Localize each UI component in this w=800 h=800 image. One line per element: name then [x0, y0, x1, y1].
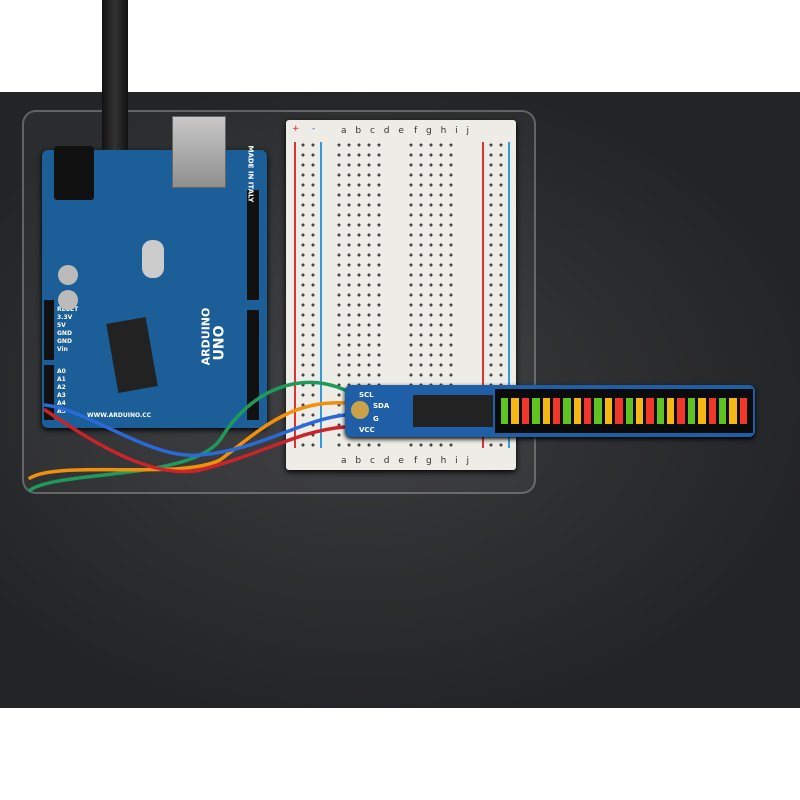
pin-label-a1: A1 — [57, 376, 66, 383]
led-segment-green — [563, 398, 571, 424]
led-segment-yellow — [542, 398, 550, 424]
led-segment-yellow — [635, 398, 644, 424]
rail-plus-label: + — [292, 124, 303, 134]
led-segment-green — [501, 398, 509, 424]
wire-red — [43, 408, 347, 474]
driver-chip — [413, 395, 493, 427]
led-segment-yellow — [511, 398, 519, 424]
digital-header-top — [247, 190, 259, 300]
usb-port — [172, 116, 226, 188]
pin-label-scl: SCL — [359, 391, 374, 399]
rail-plus — [294, 142, 296, 448]
led-segment-red — [584, 398, 592, 424]
pin-label-gnd: GND — [57, 338, 72, 345]
crystal — [142, 240, 164, 278]
pin-label-5v: 5V — [57, 322, 66, 329]
mounting-hole — [351, 401, 369, 419]
pin-label-a2: A2 — [57, 384, 66, 391]
power-cable — [102, 0, 128, 150]
led-segment-green — [656, 398, 664, 424]
bargraph-backpack: SCL SDA G VCC — [345, 385, 755, 437]
led-segment-green — [594, 398, 602, 424]
led-bargraph — [495, 389, 753, 433]
rail-plus-right — [482, 142, 484, 448]
column-label-right-bottom: f g h i j — [414, 456, 473, 466]
led-segment-yellow — [604, 398, 613, 424]
wire-green — [28, 380, 347, 492]
led-segment-red — [739, 398, 747, 424]
rail-holes — [298, 140, 318, 450]
column-label-right: f g h i j — [414, 126, 473, 136]
capacitor — [58, 265, 78, 285]
rail-minus-right — [508, 142, 510, 448]
led-segment-red — [521, 398, 530, 424]
url-label: WWW.ARDUINO.CC — [87, 412, 152, 419]
led-segment-yellow — [729, 398, 737, 424]
rail-minus — [320, 142, 322, 448]
power-header — [44, 300, 54, 360]
pin-label-gnd: GND — [57, 330, 72, 337]
pin-label-3v3: 3.3V — [57, 314, 73, 321]
pin-label-gnd: G — [373, 415, 379, 423]
led-segment-green — [532, 398, 540, 424]
pin-label-vin: Vin — [57, 346, 68, 353]
led-segment-green — [718, 398, 727, 424]
rail-holes-right — [486, 140, 506, 450]
led-segment-green — [687, 398, 696, 424]
column-label-left: a b c d e — [341, 126, 407, 136]
led-segment-red — [552, 398, 561, 424]
pin-label-a5: A5 — [57, 408, 66, 415]
pin-label-vcc: VCC — [359, 426, 375, 434]
led-segment-yellow — [573, 398, 581, 424]
pin-label-a0: A0 — [57, 368, 66, 375]
pin-label-a3: A3 — [57, 392, 66, 399]
led-segment-yellow — [667, 398, 675, 424]
wire-yellow — [28, 401, 347, 480]
rail-minus-label: - — [312, 124, 319, 134]
capacitor — [58, 290, 78, 310]
pin-label-sda: SDA — [373, 402, 390, 410]
analog-header — [44, 365, 54, 420]
analog-pin-labels: A0 A1 A2 A3 A4 A5 — [57, 368, 66, 415]
led-segment-red — [646, 398, 654, 424]
led-segment-yellow — [698, 398, 706, 424]
column-label-left-bottom: a b c d e — [341, 456, 407, 466]
wire-blue — [43, 403, 347, 458]
digital-header-bottom — [247, 310, 259, 420]
led-segment-red — [677, 398, 685, 424]
led-segment-red — [708, 398, 716, 424]
led-segment-green — [625, 398, 633, 424]
arduino-uno-board: RESET 3.3V 5V GND GND Vin A0 A1 A2 A3 A4… — [42, 0, 267, 428]
pin-label-a4: A4 — [57, 400, 66, 407]
dc-power-jack — [54, 146, 94, 200]
led-segment-red — [615, 398, 623, 424]
